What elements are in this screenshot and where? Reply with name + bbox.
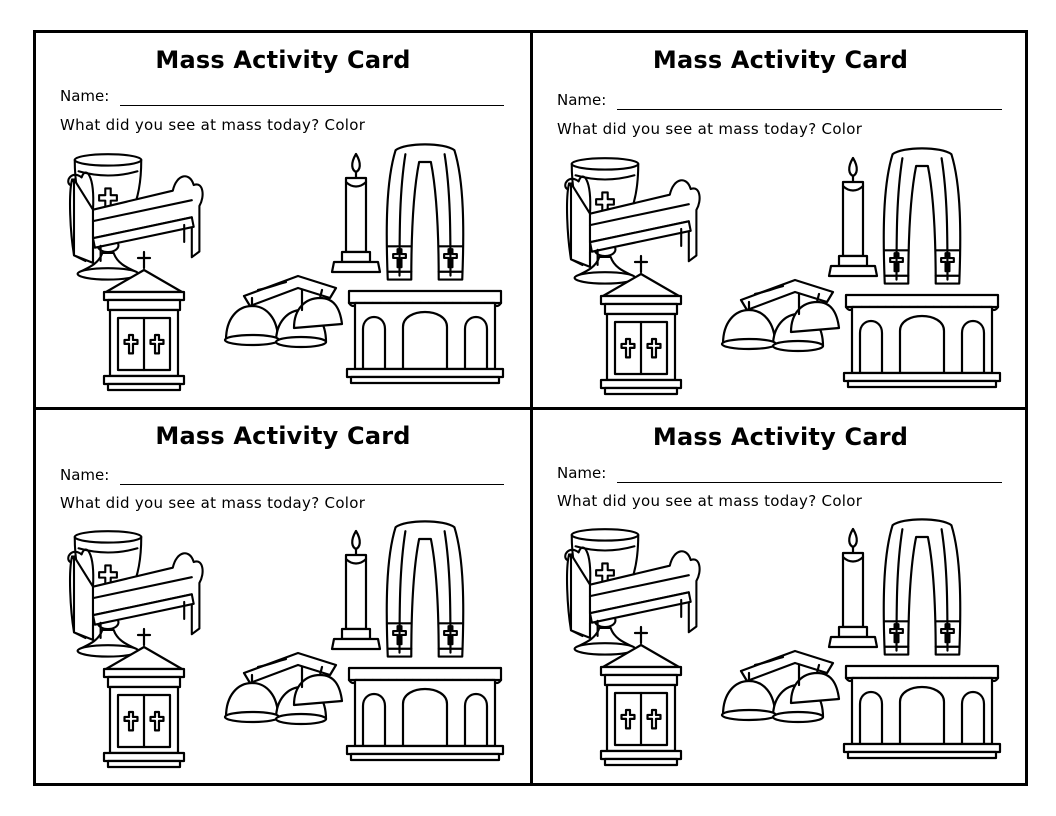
card-prompt: What did you see at mass today? Color bbox=[557, 120, 863, 138]
card-prompt: What did you see at mass today? Color bbox=[557, 492, 863, 510]
activity-card-top-right: Mass Activity Card Name: What did you se… bbox=[533, 33, 1028, 407]
candle-icon bbox=[827, 156, 879, 278]
name-label: Name: bbox=[557, 464, 607, 482]
candle-icon bbox=[827, 527, 879, 649]
activity-card-bottom-right: Mass Activity Card Name: What did you se… bbox=[533, 410, 1028, 783]
tabernacle-icon bbox=[102, 627, 186, 769]
name-field[interactable] bbox=[120, 105, 504, 106]
altar-bells-icon bbox=[720, 278, 841, 353]
card-title: Mass Activity Card bbox=[155, 46, 411, 74]
altar-icon bbox=[345, 666, 505, 762]
name-label: Name: bbox=[60, 87, 110, 105]
altar-bells-icon bbox=[223, 651, 344, 726]
altar-icon bbox=[842, 293, 1002, 389]
name-field[interactable] bbox=[120, 484, 504, 485]
card-title: Mass Activity Card bbox=[155, 422, 411, 450]
stole-icon bbox=[882, 147, 962, 285]
candle-icon bbox=[330, 152, 382, 274]
stole-icon bbox=[882, 518, 962, 656]
activity-card-bottom-left: Mass Activity Card Name: What did you se… bbox=[36, 410, 530, 783]
stole-icon bbox=[385, 520, 465, 658]
card-title: Mass Activity Card bbox=[652, 46, 909, 74]
altar-icon bbox=[842, 664, 1002, 760]
stole-icon bbox=[385, 143, 465, 281]
tabernacle-icon bbox=[599, 625, 683, 767]
altar-icon bbox=[345, 289, 505, 385]
card-illustrations bbox=[564, 518, 1002, 767]
pew-icon bbox=[67, 171, 204, 264]
tabernacle-icon bbox=[599, 254, 683, 396]
name-field[interactable] bbox=[617, 109, 1002, 110]
name-label: Name: bbox=[557, 91, 607, 109]
card-title: Mass Activity Card bbox=[652, 423, 909, 451]
altar-bells-icon bbox=[720, 649, 841, 724]
name-field[interactable] bbox=[617, 482, 1002, 483]
pew-icon bbox=[564, 175, 701, 268]
card-illustrations bbox=[67, 143, 505, 392]
card-illustrations bbox=[564, 147, 1002, 396]
card-prompt: What did you see at mass today? Color bbox=[60, 116, 366, 134]
pew-icon bbox=[564, 546, 701, 639]
activity-card-top-left: Mass Activity Card Name: What did you se… bbox=[36, 33, 530, 407]
activity-sheet: Mass Activity Card Name: What did you se… bbox=[33, 30, 1028, 786]
altar-bells-icon bbox=[223, 274, 344, 349]
card-prompt: What did you see at mass today? Color bbox=[60, 494, 366, 512]
tabernacle-icon bbox=[102, 250, 186, 392]
card-illustrations bbox=[67, 520, 505, 769]
pew-icon bbox=[67, 548, 204, 641]
horizontal-divider bbox=[36, 407, 1025, 410]
name-label: Name: bbox=[60, 466, 110, 484]
candle-icon bbox=[330, 529, 382, 651]
